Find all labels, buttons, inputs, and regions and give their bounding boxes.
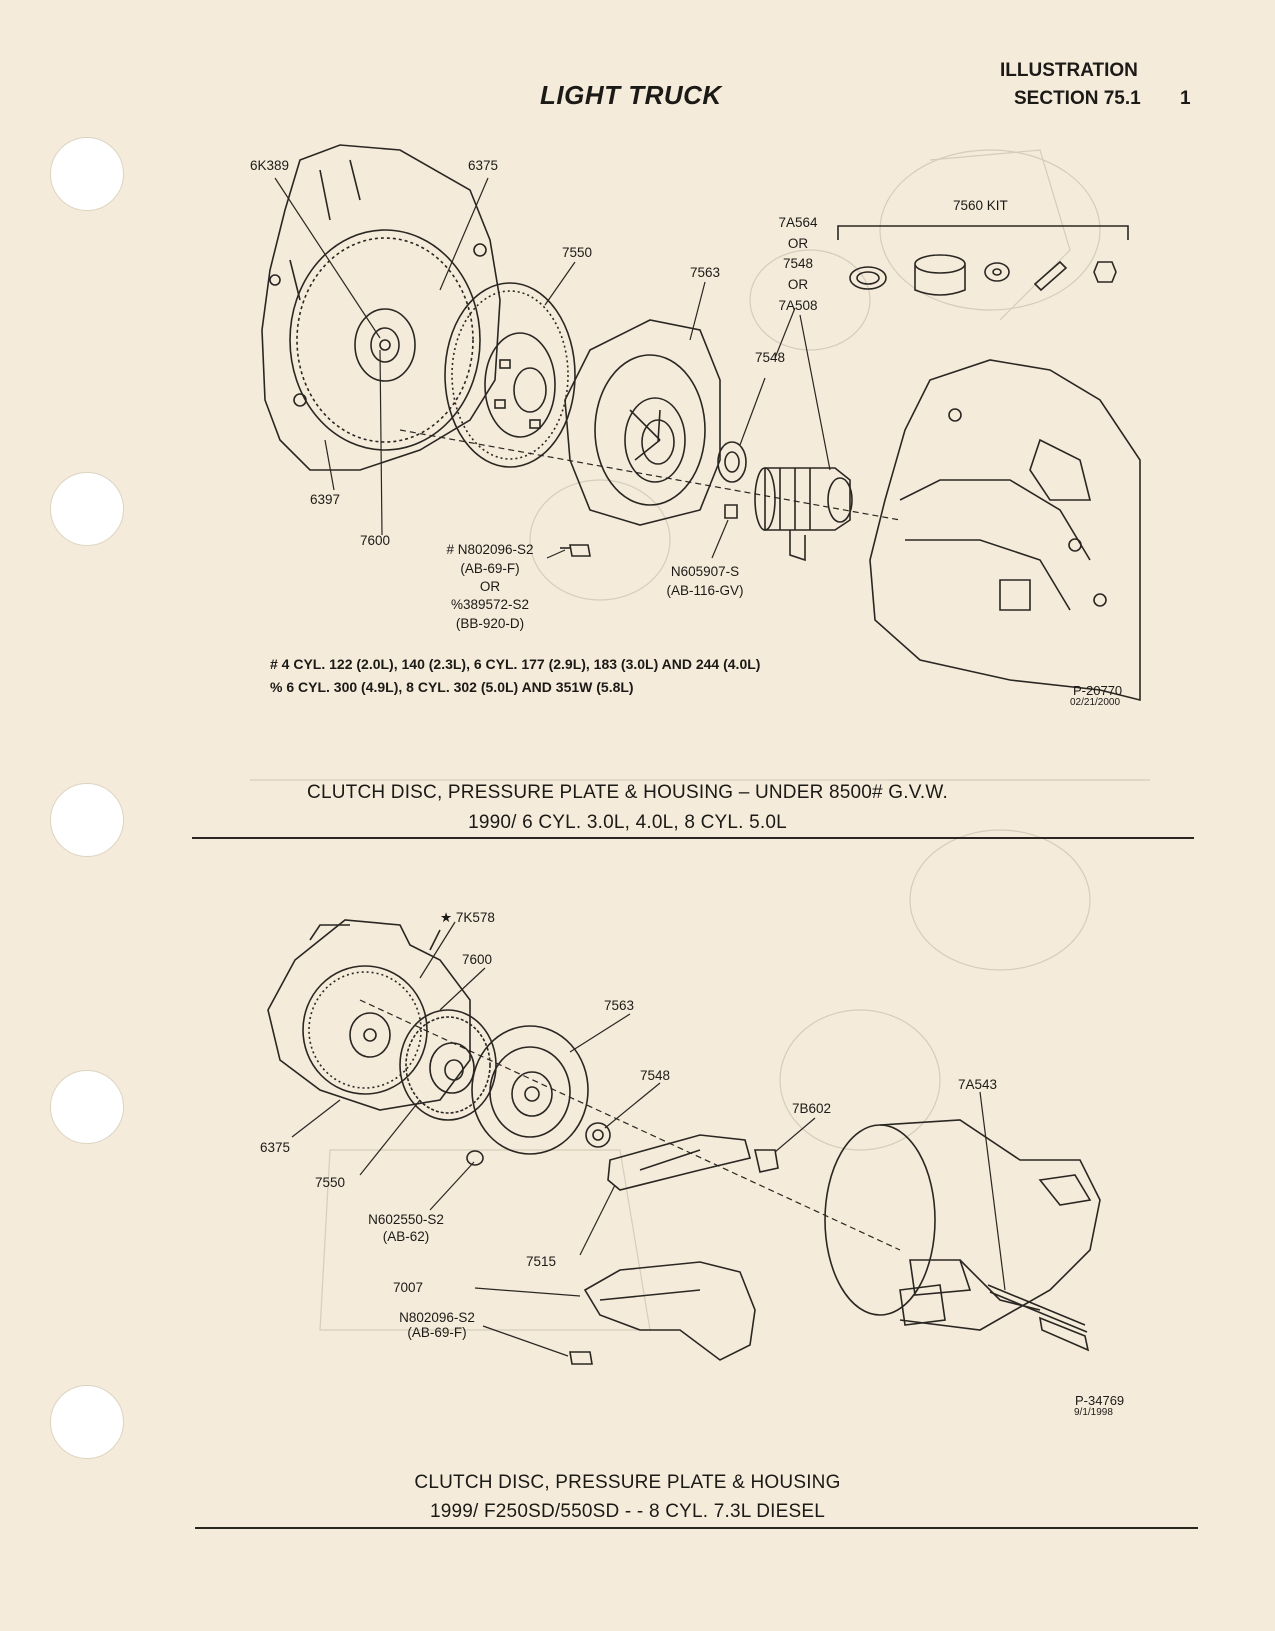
part-label-7a543: 7A543	[958, 1077, 998, 1092]
section-divider	[192, 837, 1194, 839]
slave-cylinder	[754, 467, 853, 562]
kit-parts-7560	[837, 225, 1129, 296]
clutch-disc-7550	[444, 282, 576, 468]
bolt-n605907	[724, 504, 738, 519]
bolt-n602550	[466, 1150, 484, 1166]
part-label-or: OR	[479, 579, 501, 594]
illustration-label: ILLUSTRATION	[1000, 60, 1138, 81]
section-divider	[195, 1527, 1198, 1529]
part-label-n802096-s2-b: N802096-S2	[399, 1310, 475, 1325]
footnote-hash: # 4 CYL. 122 (2.0L), 140 (2.3L), 6 CYL. …	[270, 656, 761, 672]
transmission-housing-b	[824, 1119, 1101, 1331]
part-label-ab-62: (AB-62)	[382, 1229, 430, 1244]
clutch-exploded-diagram-1999-diesel	[267, 919, 1101, 1365]
part-label-ab-69-f: (AB-69-F)	[460, 561, 520, 576]
part-label-7k578: ★ 7K578	[440, 910, 495, 925]
bell-housing-6375-b	[267, 919, 471, 1111]
dust-shield-7007	[583, 1261, 756, 1361]
figure-ref-date: 02/21/2000	[1070, 697, 1121, 708]
pressure-plate-7563	[564, 319, 721, 526]
binder-hole	[50, 137, 124, 211]
part-label-ab-69-f-b: (AB-69-F)	[407, 1325, 467, 1340]
part-label-6k389: 6K389	[250, 158, 290, 173]
page-number: 1	[1180, 88, 1191, 109]
part-label-7b602: 7B602	[792, 1101, 832, 1116]
part-label-7600-b: 7600	[462, 952, 493, 967]
pressure-plate-7563-b	[471, 1025, 589, 1155]
part-label-7548-a: 7548	[782, 256, 814, 271]
figure-caption-line2: 1999/ F250SD/550SD - - 8 CYL. 7.3L DIESE…	[429, 1501, 826, 1522]
part-label-n605907-s: N605907-S	[670, 564, 740, 579]
part-label-or: OR	[787, 277, 809, 292]
part-label-7a564: 7A564	[778, 215, 818, 230]
part-label-6397: 6397	[310, 492, 341, 507]
binder-hole	[50, 472, 124, 546]
part-label-7a508: 7A508	[778, 298, 818, 313]
part-label-7563-b: 7563	[604, 998, 635, 1013]
release-lever-7515	[607, 1134, 751, 1191]
binder-hole	[50, 783, 124, 857]
input-shaft-7a543	[987, 1284, 1090, 1352]
clutch-disc-7550-b	[399, 1009, 497, 1121]
part-label-7007: 7007	[393, 1280, 424, 1295]
part-label-or: OR	[787, 236, 809, 251]
part-label-7550-b: 7550	[315, 1175, 346, 1190]
binder-hole	[50, 1070, 124, 1144]
part-label-6375-b: 6375	[260, 1140, 291, 1155]
section-label: SECTION 75.1	[1014, 88, 1141, 109]
release-bearing	[717, 441, 747, 483]
part-label-bb-920-d: (BB-920-D)	[455, 616, 525, 631]
bolt-n802096-b	[569, 1351, 593, 1365]
page-title: LIGHT TRUCK	[540, 80, 722, 110]
figure-caption-line1: CLUTCH DISC, PRESSURE PLATE & HOUSING	[414, 1472, 841, 1493]
figure-caption-line1: CLUTCH DISC, PRESSURE PLATE & HOUSING – …	[307, 782, 948, 803]
part-label-389572-s2: %389572-S2	[450, 597, 530, 612]
part-label-7600: 7600	[360, 533, 391, 548]
part-label-7515: 7515	[526, 1254, 557, 1269]
leader-lines-fig1	[274, 177, 901, 559]
release-bearing-7548-b	[585, 1122, 611, 1148]
figure-ref-date: 9/1/1998	[1074, 1407, 1113, 1418]
leader-lines-fig2	[291, 921, 1006, 1357]
part-label-6375: 6375	[468, 158, 499, 173]
bleed-through-ghost	[250, 149, 1150, 1331]
flywheel	[289, 229, 481, 451]
figure-caption-line2: 1990/ 6 CYL. 3.0L, 4.0L, 8 CYL. 5.0L	[468, 812, 787, 833]
bell-housing-6375	[261, 144, 501, 471]
part-label-7548-b: 7548	[755, 350, 786, 365]
figure-ref-number: P-20770	[1073, 683, 1123, 698]
transmission-case	[869, 359, 1141, 702]
bolt-n802096	[560, 544, 591, 557]
part-label-7560-kit: 7560 KIT	[953, 198, 1008, 213]
binder-hole	[50, 1385, 124, 1459]
part-label-7563: 7563	[690, 265, 721, 280]
pivot-7b602	[753, 1149, 779, 1173]
part-label-n802096-s2: # N802096-S2	[446, 542, 534, 557]
footnote-percent: % 6 CYL. 300 (4.9L), 8 CYL. 302 (5.0L) A…	[270, 679, 634, 695]
part-label-7550: 7550	[562, 245, 593, 260]
part-label-n602550-s2: N602550-S2	[368, 1212, 444, 1227]
part-label-ab-116-gv: (AB-116-GV)	[666, 583, 744, 598]
figure-ref-number: P-34769	[1075, 1393, 1125, 1408]
part-label-7548-c: 7548	[640, 1068, 671, 1083]
